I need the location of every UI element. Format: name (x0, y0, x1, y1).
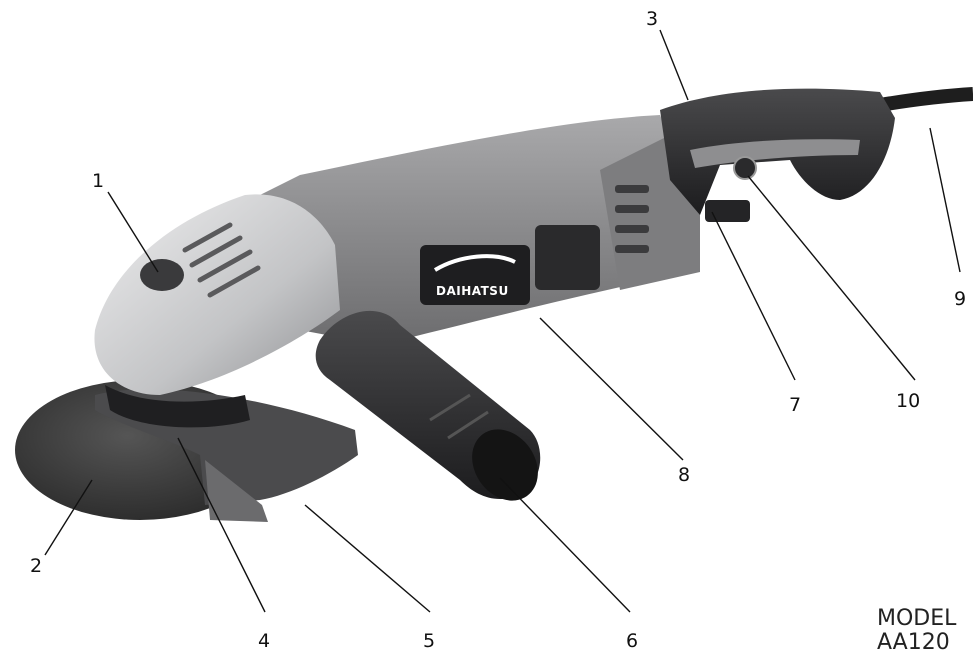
power-cord (878, 87, 973, 112)
callout-3: 3 (646, 8, 659, 30)
rear-handle-grip-inlay (690, 139, 860, 168)
model-number: AA120 (877, 632, 950, 654)
callout-2: 2 (30, 555, 43, 577)
trigger-switch (705, 200, 750, 222)
callout-10: 10 (896, 390, 921, 412)
auxiliary-handle-end (472, 429, 538, 501)
leader-2 (44, 479, 93, 556)
leader-1 (107, 191, 159, 273)
rear-vents (615, 185, 649, 253)
callout-4: 4 (258, 630, 271, 652)
brand-swoosh (433, 254, 516, 272)
leader-4 (177, 437, 266, 613)
side-panel (535, 225, 600, 290)
lock-on-button (733, 156, 757, 180)
callout-5: 5 (423, 630, 436, 652)
leader-8 (539, 317, 684, 461)
leader-7 (711, 211, 796, 381)
brand-badge (420, 245, 530, 305)
gear-head (94, 194, 340, 395)
leader-6 (499, 477, 631, 613)
callout-1: 1 (92, 170, 105, 192)
callout-6: 6 (626, 630, 639, 652)
auxiliary-handle-ribs (429, 393, 489, 440)
callout-8: 8 (678, 464, 691, 486)
callout-leader-lines (44, 29, 961, 613)
callout-9: 9 (954, 288, 967, 310)
leader-5 (304, 504, 431, 613)
spindle-flange (105, 385, 250, 428)
brand-name: DAIHATSU (436, 284, 509, 298)
callout-7: 7 (789, 394, 802, 416)
spindle-lock-button (140, 259, 184, 291)
model-label: MODEL (877, 606, 957, 631)
leader-3 (659, 29, 689, 101)
leader-9 (929, 127, 961, 273)
gear-head-vents (182, 222, 261, 298)
leader-10 (747, 175, 916, 381)
guard-edge (205, 460, 268, 522)
